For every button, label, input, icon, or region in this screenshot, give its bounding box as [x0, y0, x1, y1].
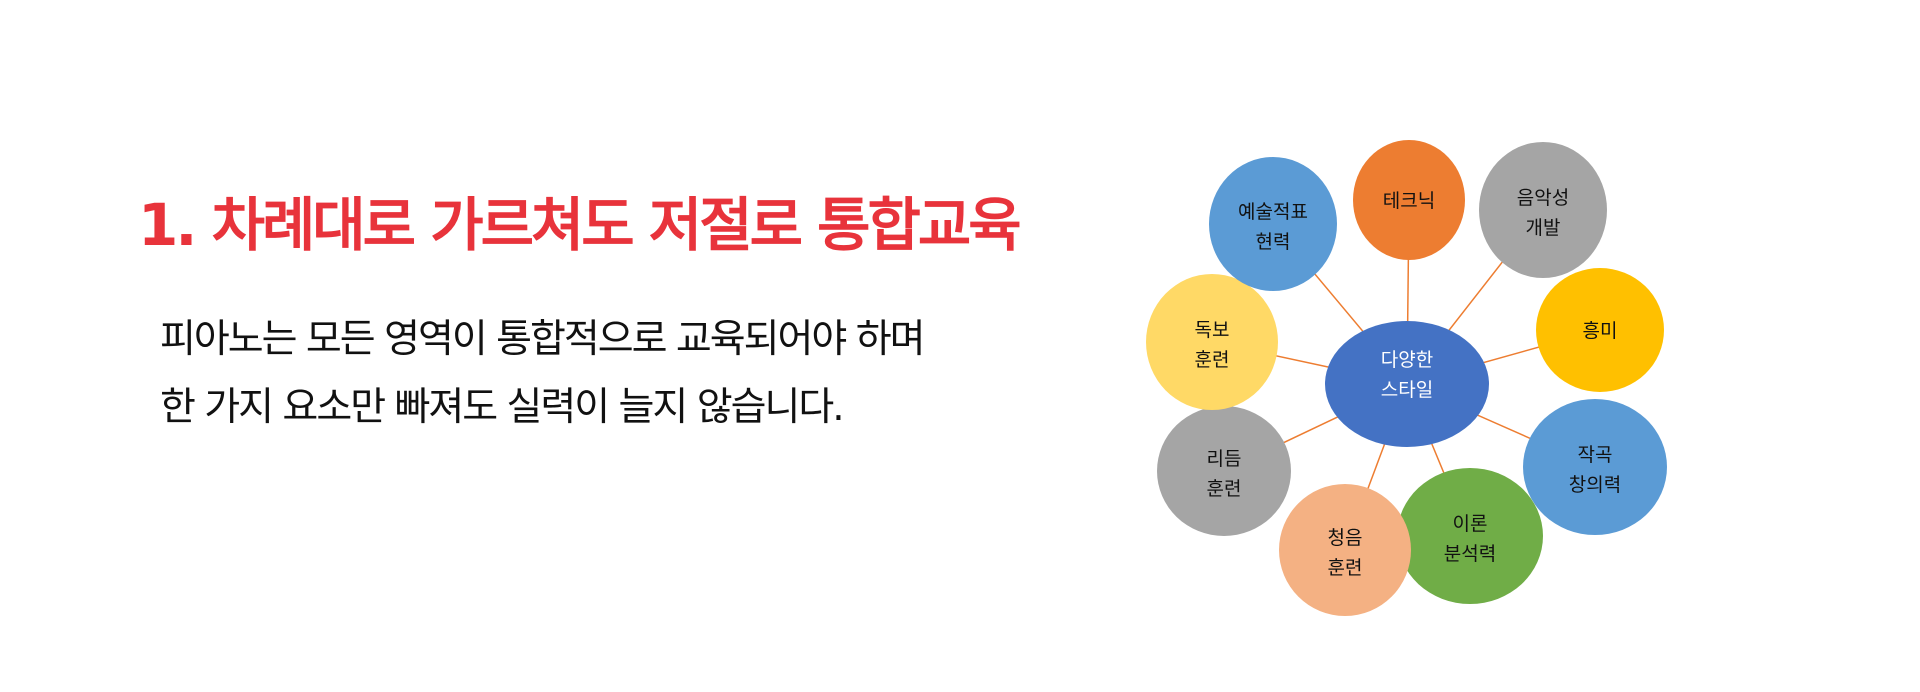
- node-technique: 테크닉: [1353, 140, 1465, 260]
- node-sight-reading-label-2: 훈련: [1195, 349, 1230, 371]
- node-artistic-cooperation-label-2: 현력: [1256, 231, 1291, 253]
- slide-title: 1. 차례대로 가르쳐도 저절로 통합교육: [138, 191, 1022, 259]
- center-node-shape: [1325, 321, 1489, 447]
- node-ear-training-label-2: 훈련: [1328, 557, 1363, 579]
- node-sight-reading-shape: [1146, 274, 1278, 410]
- node-theory-label-2: 분석력: [1444, 543, 1496, 565]
- description-line-1: 피아노는 모든 영역이 통합적으로 교육되어야 하며: [160, 317, 925, 362]
- node-theory-label-1: 이론: [1453, 513, 1488, 535]
- node-rhythm-label-2: 훈련: [1207, 478, 1242, 500]
- node-theory-shape: [1397, 468, 1543, 604]
- node-musicality-label-1: 음악성: [1517, 187, 1569, 209]
- node-technique-shape: [1353, 140, 1465, 260]
- node-composition-label-1: 작곡: [1578, 444, 1613, 466]
- node-interest: 흥미: [1536, 268, 1664, 392]
- node-rhythm-shape: [1157, 406, 1291, 536]
- node-artistic-cooperation-shape: [1209, 157, 1337, 291]
- node-rhythm-label-1: 리듬: [1207, 448, 1242, 470]
- node-interest-shape: [1536, 268, 1664, 392]
- node-musicality-label-2: 개발: [1526, 217, 1561, 239]
- description-line-2: 한 가지 요소만 빠져도 실력이 늘지 않습니다.: [160, 385, 845, 430]
- center-node-label-1: 다양한: [1381, 349, 1433, 371]
- node-ear-training-label-1: 청음: [1328, 527, 1363, 549]
- node-ear-training-shape: [1279, 484, 1411, 616]
- node-composition-shape: [1523, 399, 1667, 535]
- node-composition-label-2: 창의력: [1569, 474, 1621, 496]
- node-technique-label-1: 테크닉: [1383, 190, 1435, 212]
- center-node-label-2: 스타일: [1381, 379, 1433, 401]
- description: 피아노는 모든 영역이 통합적으로 교육되어야 하며 한 가지 요소만 빠져도 …: [160, 306, 925, 442]
- node-artistic-cooperation-label-1: 예술적표: [1238, 201, 1308, 223]
- center-node: 다양한 스타일: [1325, 321, 1489, 447]
- node-musicality-shape: [1479, 142, 1607, 278]
- node-interest-label-1: 흥미: [1583, 320, 1618, 342]
- node-sight-reading-label-1: 독보: [1195, 319, 1230, 341]
